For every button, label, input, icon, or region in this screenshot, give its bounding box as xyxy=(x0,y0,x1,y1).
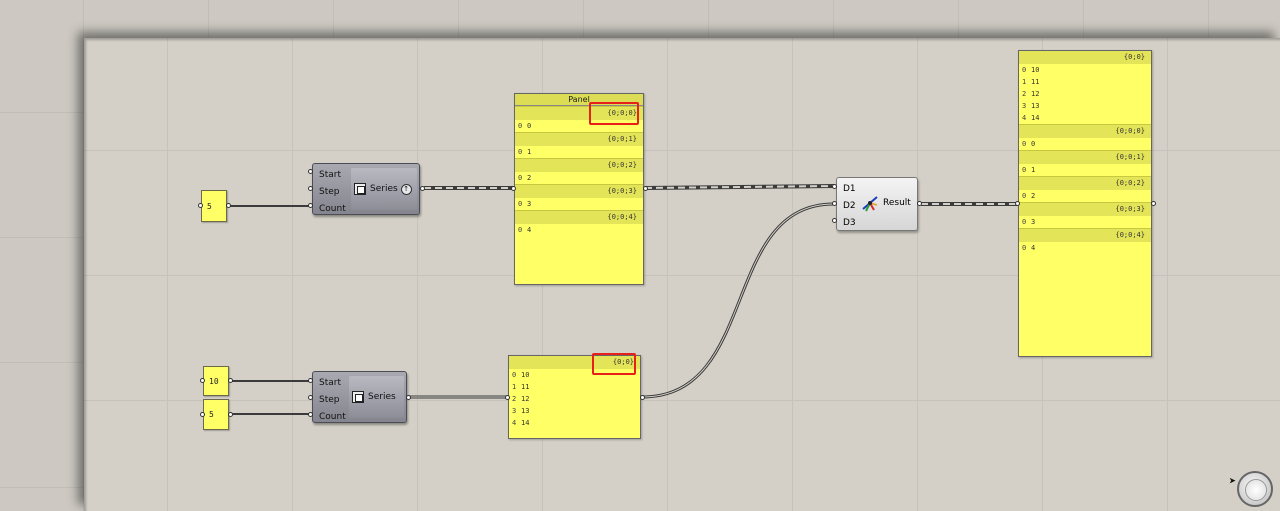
input-start[interactable]: Start xyxy=(319,378,341,388)
grip-count[interactable] xyxy=(308,412,313,417)
grip-step[interactable] xyxy=(308,186,313,191)
input-d2[interactable]: D2 xyxy=(843,201,856,211)
panel-output-grip[interactable] xyxy=(643,186,648,191)
series-inputs: Start Step Count xyxy=(319,375,346,426)
output-grip[interactable] xyxy=(228,412,233,417)
output-grip[interactable] xyxy=(228,378,233,383)
panel-input-grip[interactable] xyxy=(505,395,510,400)
copy-stack-icon xyxy=(354,183,366,195)
input-grip[interactable] xyxy=(200,412,205,417)
branch-path: {0;0} xyxy=(509,356,640,369)
branch-path: {0;0;0} xyxy=(1019,124,1151,138)
grip-start[interactable] xyxy=(308,378,313,383)
panel-input-grip[interactable] xyxy=(511,186,516,191)
panel-output-grip[interactable] xyxy=(1151,201,1156,206)
grip-output[interactable] xyxy=(406,395,411,400)
slider-value: 5 xyxy=(209,410,214,419)
series-component-top[interactable]: Start Step Count Series ↑ xyxy=(312,163,420,215)
grip-d1[interactable] xyxy=(832,184,837,189)
slider-value: 10 xyxy=(209,376,219,386)
panel-output-grip[interactable] xyxy=(640,395,645,400)
branch-path: {0;0;0} xyxy=(515,106,643,120)
grip-count[interactable] xyxy=(308,203,313,208)
grip-d3[interactable] xyxy=(832,218,837,223)
grip-result-output[interactable] xyxy=(917,201,922,206)
grip-output[interactable] xyxy=(420,186,425,191)
grip-d2[interactable] xyxy=(832,201,837,206)
grip-start[interactable] xyxy=(308,169,313,174)
input-d3[interactable]: D3 xyxy=(843,218,856,228)
result-label: Result xyxy=(883,198,911,208)
count-number-slider-2[interactable]: 5 xyxy=(203,399,229,430)
grip-step[interactable] xyxy=(308,395,313,400)
input-step[interactable]: Step xyxy=(319,395,340,405)
highlight-box xyxy=(589,102,639,125)
count-number-slider[interactable]: 5 xyxy=(201,190,227,222)
series-body[interactable]: Series xyxy=(349,376,404,418)
input-count[interactable]: Count xyxy=(319,412,346,422)
wire-panel2-to-d2[interactable] xyxy=(641,202,835,399)
branch-path: {0;0;4} xyxy=(515,210,643,224)
branch-path: {0;0;1} xyxy=(515,132,643,146)
series-inputs: Start Step Count xyxy=(319,167,346,218)
series-label: Series xyxy=(370,184,398,194)
copy-stack-icon xyxy=(352,391,364,403)
result-component[interactable]: D1 D2 D3 Result xyxy=(836,177,918,231)
navigation-arrow-icon[interactable]: ➤ xyxy=(1229,474,1237,488)
bird-icon xyxy=(862,196,878,212)
output-grip[interactable] xyxy=(226,203,231,208)
start-number-slider[interactable]: 10 xyxy=(203,366,229,396)
input-count[interactable]: Count xyxy=(319,204,346,214)
result-inputs: D1 D2 D3 xyxy=(843,181,856,232)
branch-path: {0;0;3} xyxy=(1019,202,1151,216)
panel-input-grip[interactable] xyxy=(1015,201,1020,206)
navigation-compass-icon[interactable] xyxy=(1237,471,1273,507)
series-label: Series xyxy=(368,392,396,402)
series-body[interactable]: Series ↑ xyxy=(351,168,417,210)
input-grip[interactable] xyxy=(200,378,205,383)
graft-arrow-icon[interactable]: ↑ xyxy=(400,183,412,195)
slider-value: 5 xyxy=(207,201,212,211)
branch-path: {0;0;4} xyxy=(1019,228,1151,242)
branch-path: {0;0;1} xyxy=(1019,150,1151,164)
input-grip[interactable] xyxy=(198,203,203,208)
branch-path: {0;0;2} xyxy=(515,158,643,172)
wire-core xyxy=(641,203,835,398)
input-step[interactable]: Step xyxy=(319,187,340,197)
input-d1[interactable]: D1 xyxy=(843,184,856,194)
branch-path: {0;0} xyxy=(1019,51,1151,64)
highlight-box xyxy=(592,353,636,375)
input-start[interactable]: Start xyxy=(319,170,341,180)
wire-dash xyxy=(644,185,835,189)
series-component-bottom[interactable]: Start Step Count Series xyxy=(312,371,407,423)
branch-path: {0;0;3} xyxy=(515,184,643,198)
branch-path: {0;0;2} xyxy=(1019,176,1151,190)
